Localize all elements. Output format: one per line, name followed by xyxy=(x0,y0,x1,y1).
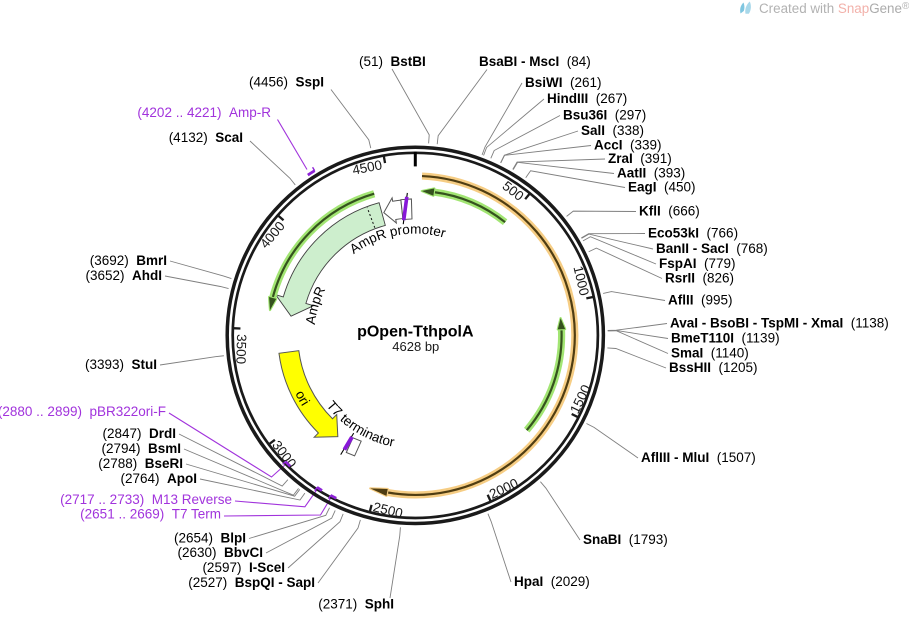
svg-text:(2371) SphI: (2371) SphI xyxy=(318,597,394,612)
svg-text:AflIII - MluI (1507): AflIII - MluI (1507) xyxy=(641,450,756,465)
svg-text:SnaBI (1793): SnaBI (1793) xyxy=(583,532,668,547)
svg-text:BsaBI - MscI (84): BsaBI - MscI (84) xyxy=(479,54,591,69)
svg-text:Created with SnapGene®: Created with SnapGene® xyxy=(759,1,909,16)
svg-text:AatII (393): AatII (393) xyxy=(617,166,685,181)
svg-text:(3652) AhdI: (3652) AhdI xyxy=(85,268,162,283)
svg-text:(3692) BmrI: (3692) BmrI xyxy=(90,253,167,268)
svg-text:SmaI (1140): SmaI (1140) xyxy=(671,346,749,361)
svg-text:BanII - SacI (768): BanII - SacI (768) xyxy=(656,241,768,256)
svg-text:(4456) SspI: (4456) SspI xyxy=(249,75,324,90)
svg-text:AflII (995): AflII (995) xyxy=(668,293,733,308)
svg-text:RsrII (826): RsrII (826) xyxy=(665,271,734,286)
svg-text:Eco53kI (766): Eco53kI (766) xyxy=(648,226,738,241)
svg-text:(2847) DrdI: (2847) DrdI xyxy=(102,426,176,441)
svg-text:(2794) BsmI: (2794) BsmI xyxy=(101,441,181,456)
svg-text:(4132) ScaI: (4132) ScaI xyxy=(169,130,243,145)
svg-text:(51) BstBI: (51) BstBI xyxy=(359,54,426,69)
svg-text:HpaI (2029): HpaI (2029) xyxy=(514,574,590,589)
svg-text:SalI (338): SalI (338) xyxy=(581,123,644,138)
svg-text:HindIII (267): HindIII (267) xyxy=(547,91,627,106)
svg-text:(2630) BbvCI: (2630) BbvCI xyxy=(177,545,263,560)
svg-text:KflI (666): KflI (666) xyxy=(639,204,700,219)
svg-text:4628 bp: 4628 bp xyxy=(392,339,439,354)
svg-text:(2764) ApoI: (2764) ApoI xyxy=(120,471,197,486)
svg-text:pOpen-TthpolA: pOpen-TthpolA xyxy=(357,324,474,341)
svg-text:(2654) BlpI: (2654) BlpI xyxy=(174,531,246,546)
svg-text:FspAI (779): FspAI (779) xyxy=(659,256,736,271)
svg-text:Bsu36I (297): Bsu36I (297) xyxy=(563,108,646,123)
svg-text:3500: 3500 xyxy=(233,334,249,364)
svg-text:(2527) BspQI - SapI: (2527) BspQI - SapI xyxy=(188,575,315,590)
svg-text:BssHII (1205): BssHII (1205) xyxy=(669,360,758,375)
svg-text:(2880 .. 2899) pBR322ori-F: (2880 .. 2899) pBR322ori-F xyxy=(0,404,166,419)
svg-text:(2651 .. 2669) T7 Term: (2651 .. 2669) T7 Term xyxy=(80,507,221,522)
svg-text:(2717 .. 2733) M13 Reverse: (2717 .. 2733) M13 Reverse xyxy=(60,492,232,507)
svg-text:BmeT110I (1139): BmeT110I (1139) xyxy=(671,331,780,346)
svg-text:(4202 .. 4221) Amp-R: (4202 .. 4221) Amp-R xyxy=(137,105,271,120)
svg-text:EagI (450): EagI (450) xyxy=(628,180,696,195)
svg-text:(2597) I-SceI: (2597) I-SceI xyxy=(202,560,285,575)
svg-text:BsiWI (261): BsiWI (261) xyxy=(525,75,602,90)
svg-text:AvaI - BsoBI - TspMI - XmaI (: AvaI - BsoBI - TspMI - XmaI (1138) xyxy=(670,316,889,331)
svg-text:(2788) BseRI: (2788) BseRI xyxy=(98,456,183,471)
svg-text:ZraI (391): ZraI (391) xyxy=(608,151,672,166)
svg-text:(3393) StuI: (3393) StuI xyxy=(85,357,157,372)
